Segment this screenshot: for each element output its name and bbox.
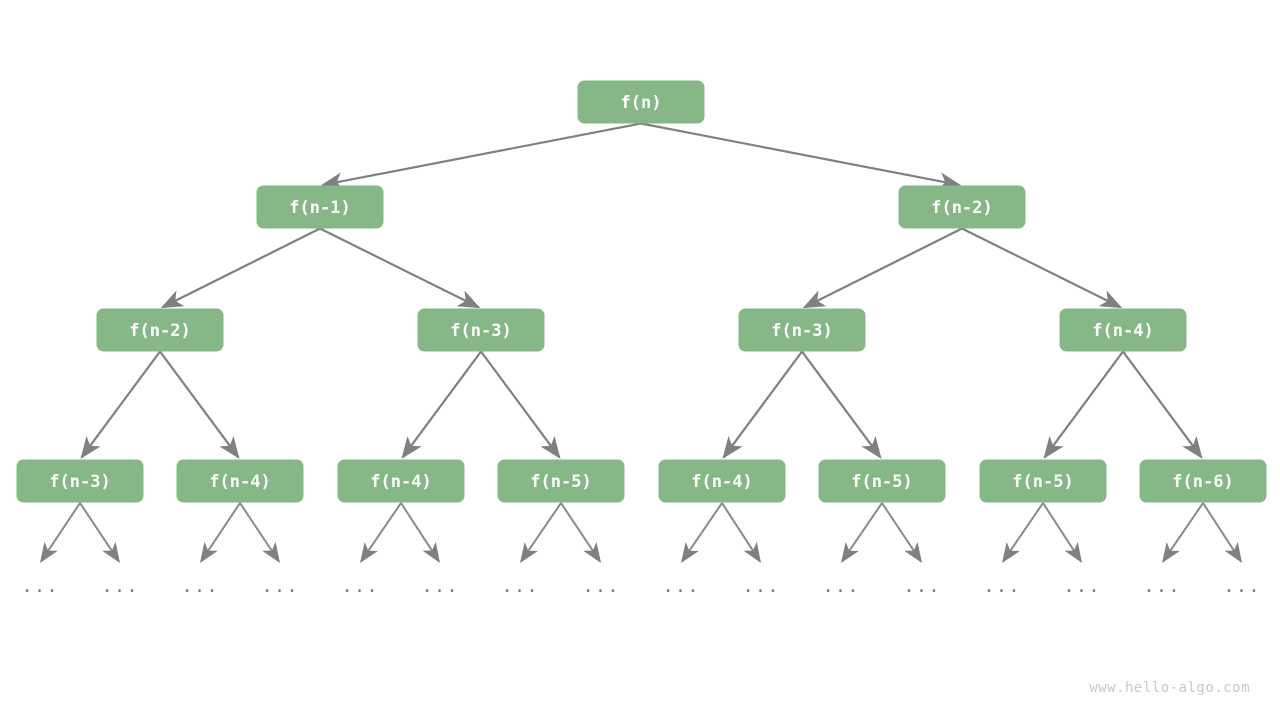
tree-edge xyxy=(961,227,1123,309)
ellipsis-edge xyxy=(239,502,280,563)
tree-node[interactable]: f(n-5) xyxy=(979,459,1107,503)
ellipsis-arrows-layer xyxy=(40,502,1243,564)
ellipsis-label: ... xyxy=(1143,575,1180,597)
tree-node[interactable]: f(n-3) xyxy=(417,308,545,352)
tree-node[interactable]: f(n-4) xyxy=(337,459,465,503)
ellipsis-label: ... xyxy=(903,575,940,597)
tree-node[interactable]: f(n-3) xyxy=(16,459,144,503)
ellipsis-label: ... xyxy=(101,575,138,597)
ellipsis-label: ... xyxy=(261,575,298,597)
tree-node-label: f(n) xyxy=(621,93,662,113)
tree-edge xyxy=(160,227,321,309)
ellipsis-edge xyxy=(79,502,121,563)
ellipsis-label: ... xyxy=(181,575,218,597)
tree-edge xyxy=(401,350,482,459)
tree-node-box[interactable] xyxy=(176,459,304,503)
ellipsis-edge xyxy=(881,502,923,563)
ellipsis-label: ... xyxy=(582,575,619,597)
ellipsis-edge xyxy=(680,502,723,563)
ellipsis-label: ... xyxy=(21,575,58,597)
tree-edge xyxy=(1043,350,1124,459)
tree-node-box[interactable] xyxy=(818,459,946,503)
ellipsis-label: ... xyxy=(421,575,458,597)
ellipsis-edge xyxy=(400,502,441,564)
tree-edge xyxy=(159,350,240,459)
tree-node-box[interactable] xyxy=(497,459,625,503)
ellipsis-edge xyxy=(360,502,402,563)
tree-node-label: f(n-3) xyxy=(49,472,110,492)
ellipsis-edge xyxy=(200,502,241,563)
ellipsis-label: ... xyxy=(662,575,699,597)
tree-node-label: f(n-4) xyxy=(691,472,752,492)
tree-edge xyxy=(722,350,803,459)
tree-edge xyxy=(801,350,882,459)
tree-node[interactable]: f(n-2) xyxy=(96,308,224,352)
tree-node-box[interactable] xyxy=(16,459,144,503)
ellipsis-edge xyxy=(40,502,81,563)
tree-node-box[interactable] xyxy=(898,185,1026,229)
tree-node-label: f(n-3) xyxy=(450,321,511,341)
watermark-label: www.hello-algo.com xyxy=(1089,680,1250,696)
tree-node-box[interactable] xyxy=(1059,308,1187,352)
tree-edge xyxy=(802,227,963,309)
tree-node-box[interactable] xyxy=(658,459,786,503)
edges-layer xyxy=(80,122,1203,459)
ellipsis-edge xyxy=(1202,502,1243,564)
tree-node-label: f(n-4) xyxy=(209,472,270,492)
tree-node-label: f(n-2) xyxy=(931,198,992,218)
tree-edge xyxy=(319,227,481,309)
ellipsis-label: ... xyxy=(822,575,859,597)
ellipsis-edge xyxy=(560,502,602,563)
tree-edge xyxy=(1122,350,1203,459)
ellipsis-label: ... xyxy=(341,575,378,597)
tree-node-label: f(n-5) xyxy=(1012,472,1073,492)
tree-node[interactable]: f(n-6) xyxy=(1139,459,1267,503)
tree-node-label: f(n-5) xyxy=(851,472,912,492)
tree-node-box[interactable] xyxy=(577,80,705,124)
ellipsis-label: ... xyxy=(1063,575,1100,597)
tree-node[interactable]: f(n-4) xyxy=(176,459,304,503)
ellipsis-label: ... xyxy=(983,575,1020,597)
tree-edge xyxy=(320,122,642,190)
tree-node-label: f(n-5) xyxy=(530,472,591,492)
tree-node-label: f(n-2) xyxy=(129,321,190,341)
ellipsis-edge xyxy=(1001,502,1044,563)
ellipsis-label: ... xyxy=(1223,575,1260,597)
tree-edge xyxy=(640,122,962,190)
tree-node[interactable]: f(n-3) xyxy=(738,308,866,352)
tree-node-box[interactable] xyxy=(1139,459,1267,503)
tree-node[interactable]: f(n-4) xyxy=(1059,308,1187,352)
tree-node-box[interactable] xyxy=(256,185,384,229)
tree-node[interactable]: f(n-5) xyxy=(818,459,946,503)
ellipsis-edge xyxy=(840,502,883,563)
ellipsis-edge xyxy=(721,502,762,564)
tree-node[interactable]: f(n-1) xyxy=(256,185,384,229)
tree-node-box[interactable] xyxy=(96,308,224,352)
tree-node-label: f(n-3) xyxy=(771,321,832,341)
tree-node-label: f(n-4) xyxy=(1092,321,1153,341)
ellipsis-label: ... xyxy=(742,575,779,597)
nodes-layer: f(n) f(n-1) f(n-2) f(n-2) f(n-3) f(n-3) f(n-4)… xyxy=(16,80,1267,503)
tree-node-box[interactable] xyxy=(417,308,545,352)
tree-node[interactable]: f(n-4) xyxy=(658,459,786,503)
tree-node[interactable]: f(n-2) xyxy=(898,185,1026,229)
tree-node[interactable]: f(n-5) xyxy=(497,459,625,503)
ellipsis-edge xyxy=(1042,502,1083,564)
ellipsis-label: ... xyxy=(501,575,538,597)
tree-node[interactable]: f(n) xyxy=(577,80,705,124)
ellipsis-edge xyxy=(519,502,562,563)
ellipsis-layer: ........................................… xyxy=(21,575,1260,597)
tree-node-box[interactable] xyxy=(979,459,1107,503)
tree-edge xyxy=(80,350,161,459)
tree-node-label: f(n-6) xyxy=(1172,472,1233,492)
tree-node-box[interactable] xyxy=(738,308,866,352)
tree-edge xyxy=(480,350,561,459)
tree-node-label: f(n-1) xyxy=(289,198,350,218)
tree-node-label: f(n-4) xyxy=(370,472,431,492)
tree-node-box[interactable] xyxy=(337,459,465,503)
ellipsis-edge xyxy=(1162,502,1204,563)
